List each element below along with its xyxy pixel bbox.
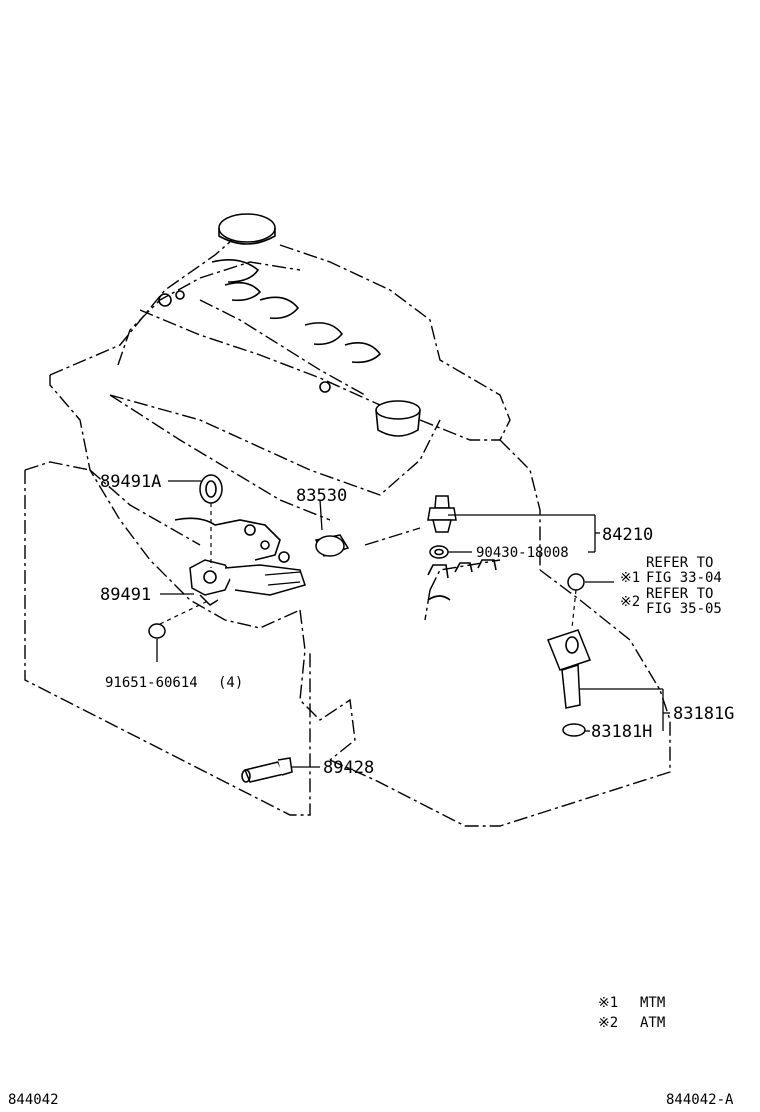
part-90430-gasket	[429, 545, 449, 559]
leader-lines	[156, 480, 670, 768]
label-90430: 90430-18008	[476, 545, 569, 561]
engine-block-outline	[49, 239, 511, 629]
legend: ※1 MTM ※2 ATM	[598, 995, 665, 1031]
transaxle-outline	[329, 439, 671, 827]
label-84210: 84210	[602, 525, 653, 545]
label-89491A: 89491A	[100, 472, 161, 492]
label-83181G: 83181G	[673, 704, 734, 724]
part-84210-sensor	[427, 495, 457, 533]
legend-text-1: MTM	[640, 995, 665, 1011]
label-89428: 89428	[323, 758, 374, 778]
legend-text-2: ATM	[640, 1015, 665, 1031]
refer2-line2: FIG 35-05	[646, 601, 722, 617]
refer1-line1: REFER TO	[646, 555, 713, 571]
part-83181H-oring	[562, 723, 586, 737]
legend-mark-1: ※1	[598, 995, 618, 1011]
label-83181H: 83181H	[591, 722, 652, 742]
transmission-case-outline	[24, 461, 356, 816]
cam-cover-ports	[139, 259, 382, 406]
part-bolt-note	[567, 573, 585, 629]
footer: 844042 844042-A	[8, 1092, 734, 1108]
refer-notes: REFER TO ※1 FIG 33-04 REFER TO ※2 FIG 35…	[620, 555, 722, 617]
label-91651: 91651-60614	[105, 675, 198, 691]
label-89491: 89491	[100, 585, 151, 605]
part-89491A-oring	[199, 474, 223, 568]
part-83530-switch	[278, 499, 350, 563]
label-83530: 83530	[296, 486, 347, 506]
part-labels: 89491A 83530 89491 91651-60614 (4) 84210…	[100, 472, 734, 778]
part-83181G-driven-gear	[547, 629, 591, 709]
refer2-line1: REFER TO	[646, 586, 713, 602]
throttle-body	[375, 400, 500, 441]
refer1-mark: ※1	[620, 570, 640, 586]
refer1-line2: FIG 33-04	[646, 570, 722, 586]
part-91651-bolt	[148, 599, 211, 639]
part-89428-sensor	[241, 757, 293, 783]
part-89491-bracket	[174, 517, 306, 606]
refer2-mark: ※2	[620, 594, 640, 610]
legend-mark-2: ※2	[598, 1015, 618, 1031]
oil-filler-cap	[218, 213, 276, 245]
footer-left-code: 844042	[8, 1092, 59, 1108]
footer-right-code: 844042-A	[666, 1092, 734, 1108]
label-91651-qty: (4)	[218, 675, 243, 691]
